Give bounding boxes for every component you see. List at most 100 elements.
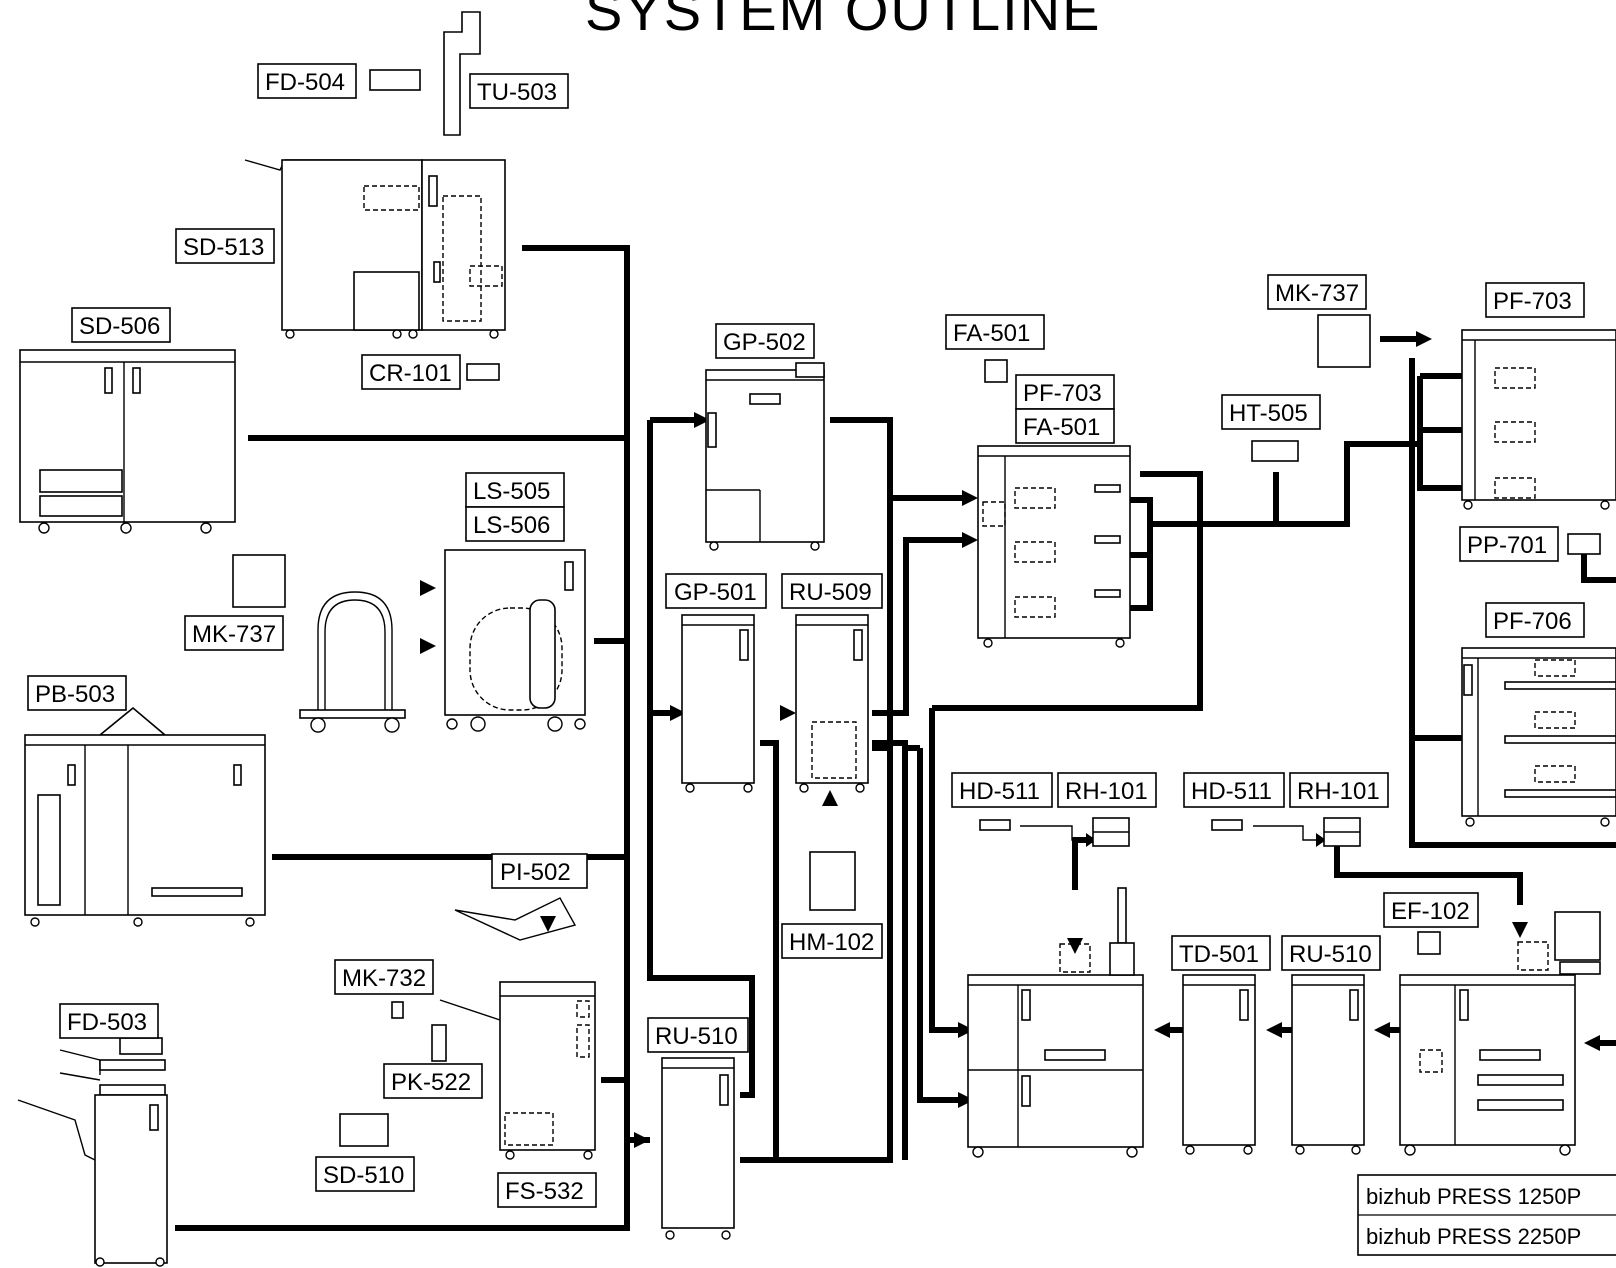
svg-text:CR-101: CR-101: [369, 360, 452, 387]
svg-text:FA-501: FA-501: [953, 320, 1030, 347]
svg-text:RU-510: RU-510: [1289, 941, 1372, 968]
label-ru-509: RU-509: [781, 573, 883, 609]
gp-502-machine: [705, 362, 825, 551]
label-hd-511-right: HD-511: [1183, 772, 1285, 808]
label-pp-701: PP-701: [1459, 526, 1559, 562]
label-pf-703-right: PF-703: [1485, 282, 1585, 318]
svg-text:GP-502: GP-502: [723, 329, 806, 356]
svg-text:HM-102: HM-102: [789, 929, 874, 956]
pb-503-machine: [24, 706, 266, 927]
label-rh-101-right: RH-101: [1289, 772, 1389, 808]
label-hm-102: HM-102: [781, 923, 883, 959]
label-td-501: TD-501: [1171, 935, 1271, 971]
tu-503-part: [443, 11, 481, 136]
ru-509-machine: [795, 614, 869, 793]
sd-510-part: [339, 1113, 389, 1147]
hd-511-left-part: [979, 819, 1011, 831]
svg-text:FA-501: FA-501: [1023, 414, 1100, 441]
svg-text:RU-509: RU-509: [789, 579, 872, 606]
mk-737-right-part: [1317, 314, 1371, 368]
label-mk-737-left: MK-737: [184, 615, 284, 651]
svg-text:PF-703: PF-703: [1023, 380, 1102, 407]
svg-text:SD-506: SD-506: [79, 313, 160, 340]
svg-text:RH-101: RH-101: [1065, 778, 1148, 805]
label-gp-501: GP-501: [665, 573, 767, 609]
label-ru-510-right: RU-510: [1281, 935, 1381, 971]
fa-501-part: [984, 359, 1008, 383]
label-pf-703-center: PF-703: [1015, 374, 1115, 410]
label-pi-502: PI-502: [491, 853, 588, 889]
label-tu-503: TU-503: [469, 73, 569, 109]
pf-703-right-machine: [1461, 329, 1616, 510]
svg-text:MK-737: MK-737: [192, 621, 276, 648]
svg-text:PF-703: PF-703: [1493, 288, 1572, 315]
label-rh-101-left: RH-101: [1057, 772, 1157, 808]
label-cr-101: CR-101: [361, 354, 461, 390]
svg-text:PK-522: PK-522: [391, 1069, 471, 1096]
label-ru-510-left: RU-510: [647, 1017, 749, 1053]
svg-text:GP-501: GP-501: [674, 579, 757, 606]
label-fd-503: FD-503: [59, 1003, 159, 1039]
mk-737-cart: [232, 554, 406, 733]
sd-506-machine: [19, 349, 236, 534]
ht-505-part: [1251, 440, 1299, 462]
label-sd-513: SD-513: [175, 228, 275, 264]
svg-text:FS-532: FS-532: [505, 1178, 584, 1205]
svg-text:TD-501: TD-501: [1179, 941, 1259, 968]
model-name-1: bizhub PRESS 1250P: [1366, 1184, 1581, 1209]
label-hd-511-left: HD-511: [951, 772, 1053, 808]
label-fd-504: FD-504: [257, 63, 357, 99]
fd-503-machine: [17, 1037, 168, 1267]
svg-text:MK-732: MK-732: [342, 965, 426, 992]
svg-text:RH-101: RH-101: [1297, 778, 1380, 805]
svg-text:LS-506: LS-506: [473, 512, 550, 539]
pk-522-part: [431, 1024, 447, 1062]
svg-text:TU-503: TU-503: [477, 79, 557, 106]
ru-510-right-machine: [1291, 974, 1365, 1155]
main-body-machine: [967, 887, 1144, 1158]
model-name-2: bizhub PRESS 2250P: [1366, 1224, 1581, 1249]
hd-511-right-part: [1211, 819, 1243, 831]
pp-701-part: [1567, 533, 1601, 555]
cr-101-part: [466, 363, 500, 381]
svg-text:FD-504: FD-504: [265, 69, 345, 96]
label-ls-505: LS-505: [465, 472, 565, 508]
label-pf-706: PF-706: [1485, 602, 1585, 638]
label-gp-502: GP-502: [715, 323, 815, 359]
label-fa-501-top: FA-501: [945, 314, 1045, 350]
svg-text:MK-737: MK-737: [1275, 280, 1359, 307]
svg-text:HD-511: HD-511: [1191, 778, 1272, 805]
label-fs-532: FS-532: [497, 1172, 597, 1208]
sd-513-machine: [244, 159, 506, 339]
pf-703-center-machine: [977, 445, 1131, 648]
ef-102-part: [1417, 931, 1441, 955]
label-mk-737-right: MK-737: [1267, 274, 1367, 310]
fs-532-machine: [439, 897, 596, 1160]
pf-706-machine: [1461, 647, 1616, 827]
label-mk-732: MK-732: [334, 959, 434, 995]
ls-505-machine: [444, 549, 586, 732]
hm-102-part: [809, 851, 856, 911]
diagram-title: SYSTEM OUTLINE: [585, 0, 1102, 42]
label-sd-510: SD-510: [315, 1156, 415, 1192]
ru-510-left-machine: [661, 1057, 735, 1240]
svg-text:EF-102: EF-102: [1391, 898, 1470, 925]
svg-text:FD-503: FD-503: [67, 1009, 147, 1036]
gp-501-machine: [681, 614, 755, 793]
svg-text:PB-503: PB-503: [35, 681, 115, 708]
svg-text:PF-706: PF-706: [1493, 608, 1572, 635]
label-sd-506: SD-506: [71, 307, 171, 343]
rh-101-left-part: [1092, 817, 1130, 847]
td-501-machine: [1182, 974, 1256, 1155]
model-names-box: bizhub PRESS 1250P bizhub PRESS 2250P: [1357, 1174, 1616, 1256]
mk-732-part: [391, 1001, 404, 1019]
svg-text:SD-510: SD-510: [323, 1162, 404, 1189]
svg-text:PI-502: PI-502: [500, 859, 571, 886]
bizhub-press-engine: [1399, 911, 1601, 1156]
svg-text:PP-701: PP-701: [1467, 532, 1547, 559]
label-ht-505: HT-505: [1221, 394, 1321, 430]
svg-text:HD-511: HD-511: [959, 778, 1040, 805]
svg-text:RU-510: RU-510: [655, 1023, 738, 1050]
label-pb-503: PB-503: [27, 675, 127, 711]
